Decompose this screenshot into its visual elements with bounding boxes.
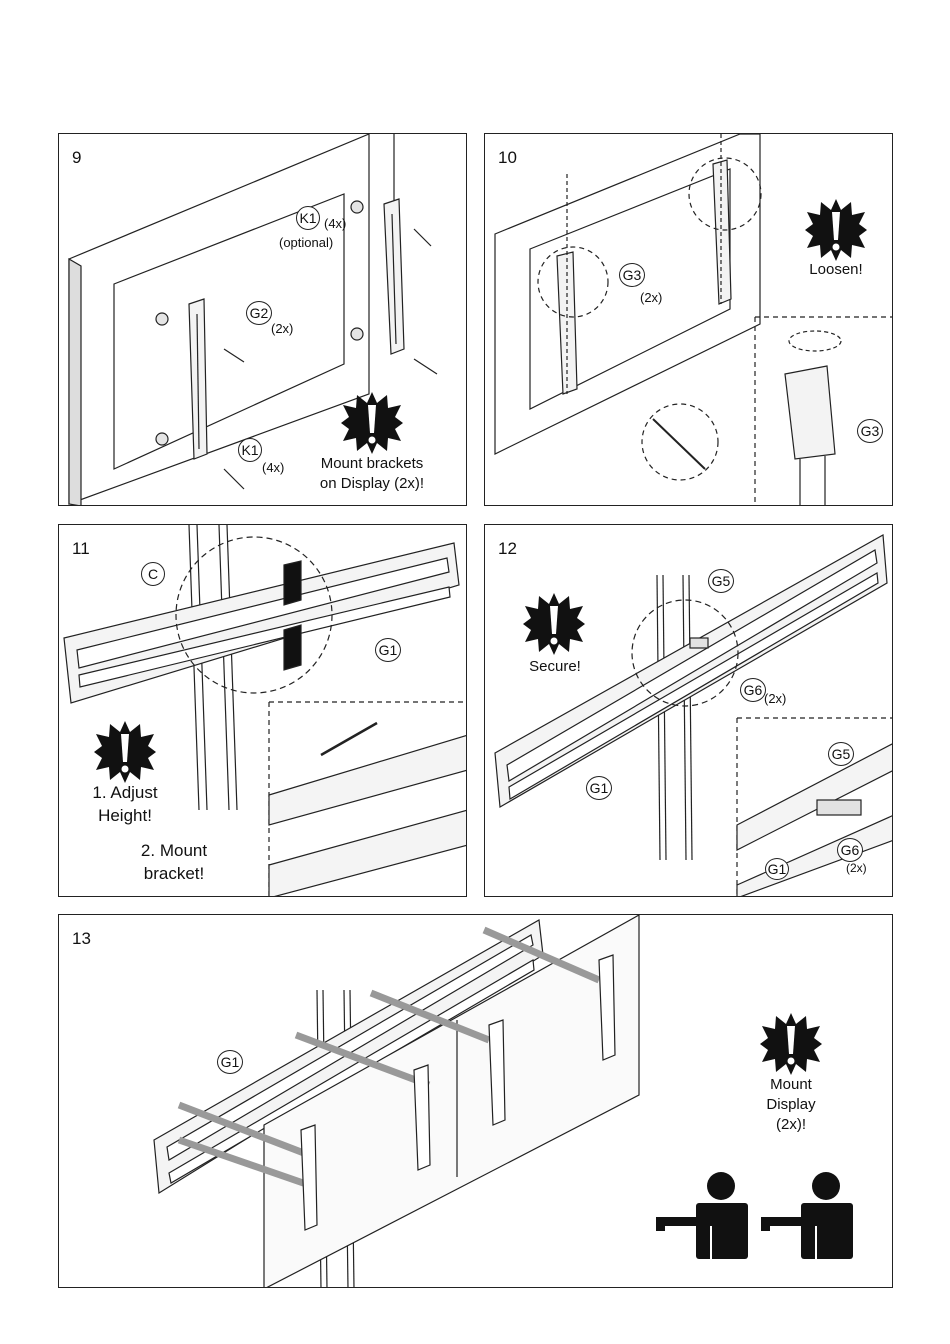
warning-line: Mount brackets <box>309 454 435 474</box>
part-label-g1: G1 <box>217 1050 243 1074</box>
part-label-g1: G1 <box>586 776 612 800</box>
warning-text: 1. Adjust Height! <box>73 781 177 827</box>
part-label-g3-detail: G3 <box>857 419 883 443</box>
warning-line: Loosen! <box>790 260 882 280</box>
part-label-g2: G2 <box>246 301 272 325</box>
step-13-panel: 13 G1 Mount Display (2x)! <box>58 914 893 1288</box>
step-number: 11 <box>72 539 90 559</box>
step-number: 12 <box>498 539 517 559</box>
part-label-g5: G5 <box>708 569 734 593</box>
part-label-c: C <box>141 562 165 586</box>
warning-line: 1. Adjust <box>73 781 177 804</box>
warning-line: Height! <box>73 804 177 827</box>
part-label-g1-detail: G1 <box>765 858 789 880</box>
quantity-label: (2x) <box>640 290 662 305</box>
warning-line: Mount <box>751 1075 831 1095</box>
two-person-lift-icon <box>656 1170 856 1265</box>
warning-text: Mount brackets on Display (2x)! <box>309 454 435 494</box>
exclamation-starburst-icon <box>523 593 585 655</box>
part-label-k1: K1 <box>238 438 262 462</box>
part-label-k1: K1 <box>296 206 320 230</box>
warning-line: 2. Mount <box>119 839 229 862</box>
exclamation-starburst-icon <box>805 199 867 261</box>
part-label-g6-detail: G6 <box>837 838 863 862</box>
part-label-g3: G3 <box>619 263 645 287</box>
warning-text: Mount Display (2x)! <box>751 1075 831 1135</box>
part-label-g5-detail: G5 <box>828 742 854 766</box>
part-label-g1: G1 <box>375 638 401 662</box>
optional-label: (optional) <box>279 235 333 250</box>
step-10-panel: 10 G3 (2x) G3 Loosen! <box>484 133 893 506</box>
warning-line: Display <box>751 1095 831 1115</box>
step-12-illustration <box>485 525 893 897</box>
step-number: 13 <box>72 929 91 949</box>
warning-line: (2x)! <box>751 1115 831 1135</box>
quantity-label: (2x) <box>764 691 786 706</box>
warning-line: bracket! <box>119 862 229 885</box>
exclamation-starburst-icon <box>760 1013 822 1075</box>
quantity-label: (4x) <box>262 460 284 475</box>
exclamation-starburst-icon <box>341 392 403 454</box>
part-label-g6: G6 <box>740 678 766 702</box>
warning-text: Loosen! <box>790 260 882 280</box>
warning-line: on Display (2x)! <box>309 474 435 494</box>
warning-line: Secure! <box>513 657 597 677</box>
step-number: 10 <box>498 148 517 168</box>
step-11-panel: 11 C G1 1. Adjust Height! 2. Mount brack… <box>58 524 467 897</box>
quantity-label: (2x) <box>846 861 867 875</box>
warning-text: Secure! <box>513 657 597 677</box>
exclamation-starburst-icon <box>94 721 156 783</box>
quantity-label: (2x) <box>271 321 293 336</box>
step-number: 9 <box>72 148 81 168</box>
step-10-illustration <box>485 134 893 506</box>
warning-text: 2. Mount bracket! <box>119 839 229 885</box>
quantity-label: (4x) <box>324 216 346 231</box>
step-12-panel: 12 G5 G6 (2x) G1 G5 G6 (2x) G1 Secure! <box>484 524 893 897</box>
step-9-panel: 9 K1 (4x) (optional) G2 (2x) K1 (4x) Mou… <box>58 133 467 506</box>
